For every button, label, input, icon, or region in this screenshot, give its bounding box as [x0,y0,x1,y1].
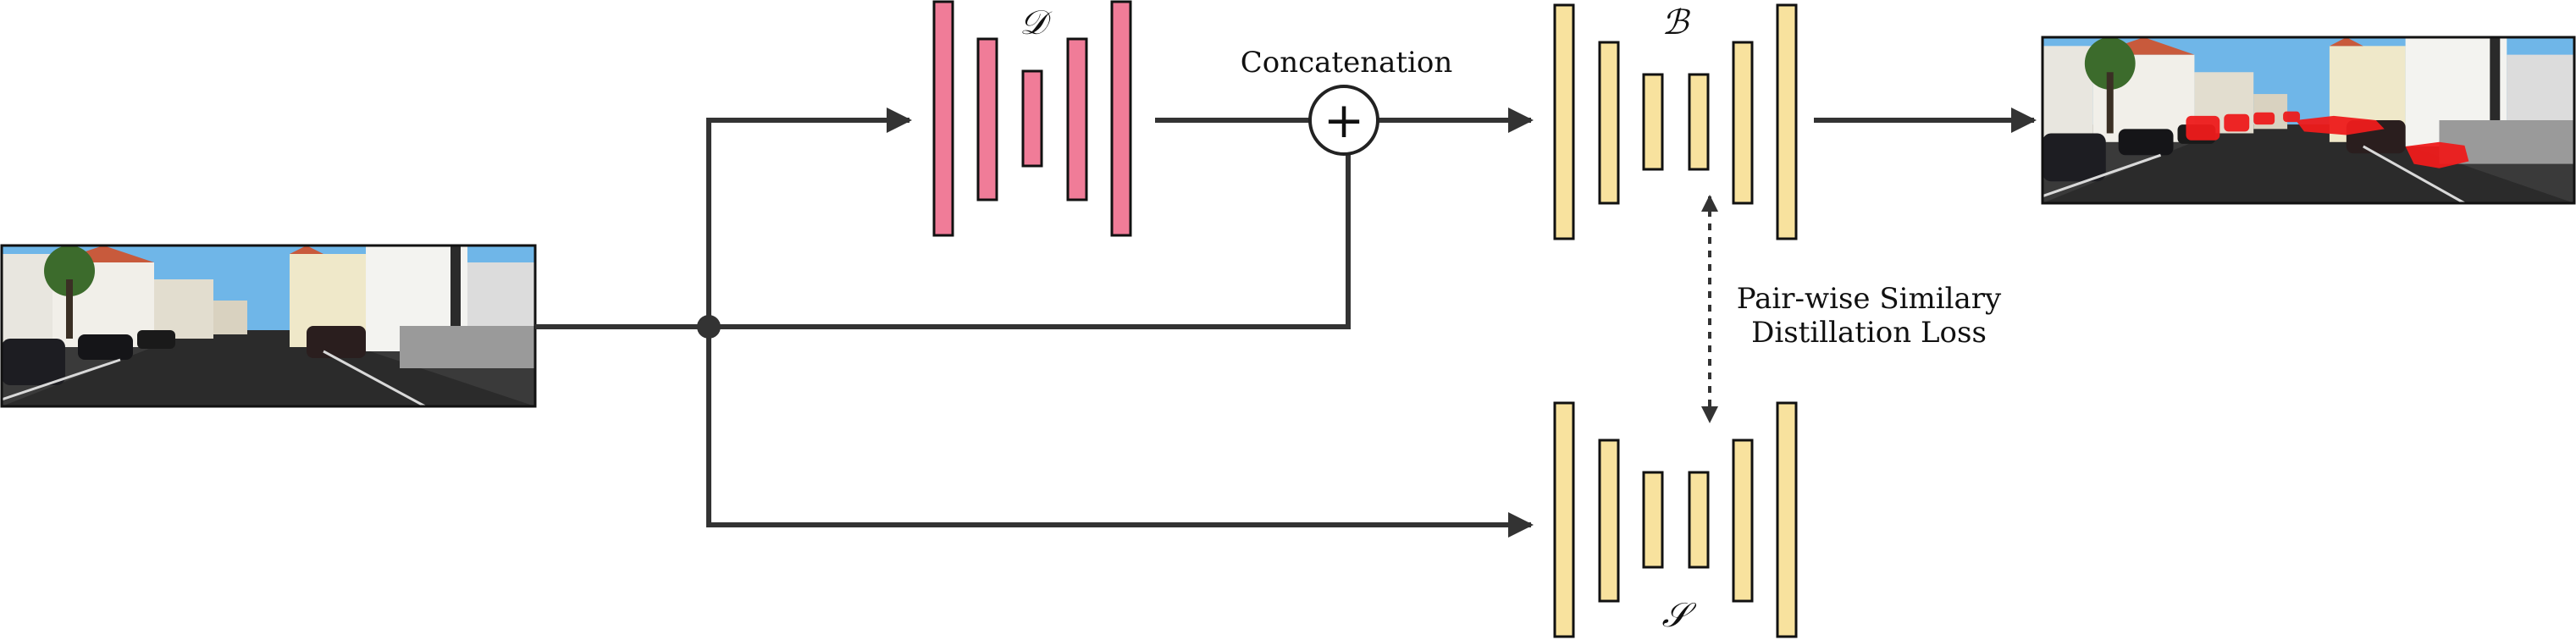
s-layer-4 [1688,471,1710,569]
b-layer-4 [1688,73,1710,171]
loss-label-line-2: Distillation Loss [1751,316,1987,350]
s-layer-6 [1776,401,1798,638]
d-net [932,0,1132,237]
concat-symbol: + [1324,91,1365,149]
b-layer-5 [1732,41,1754,205]
edge-to-d-net [706,108,912,327]
b-layer-2 [1598,41,1620,205]
loss-label-line-1: Pair-wise Similary [1737,282,2002,316]
d-layer-5 [1110,0,1132,237]
segmentation-mask [2186,111,2469,168]
output-image [2041,36,2576,205]
d-layer-1 [932,0,954,237]
junction-dot [697,315,721,339]
b-net [1553,3,1798,240]
concat-label: Concatenation [1241,46,1453,80]
concat-circle [1308,85,1379,156]
s-net [1553,401,1798,638]
b-layer-1 [1553,3,1575,240]
s-layer-2 [1598,439,1620,603]
concat-node: + Concatenation [1241,46,1453,156]
d-net-label: 𝒟 [1020,3,1053,42]
input-image [0,244,537,408]
s-layer-5 [1732,439,1754,603]
d-layer-3 [1021,69,1043,168]
edge-input-to-concat [709,154,1351,329]
s-layer-3 [1642,471,1664,569]
s-layer-1 [1553,401,1575,638]
b-layer-6 [1776,3,1798,240]
s-net-label: 𝒮 [1662,596,1697,635]
connectors [535,108,2037,538]
d-layer-4 [1066,37,1088,201]
b-net-label: ℬ [1661,3,1690,42]
b-layer-3 [1642,73,1664,171]
d-layer-2 [976,37,998,201]
edge-to-s-net [706,327,1534,538]
